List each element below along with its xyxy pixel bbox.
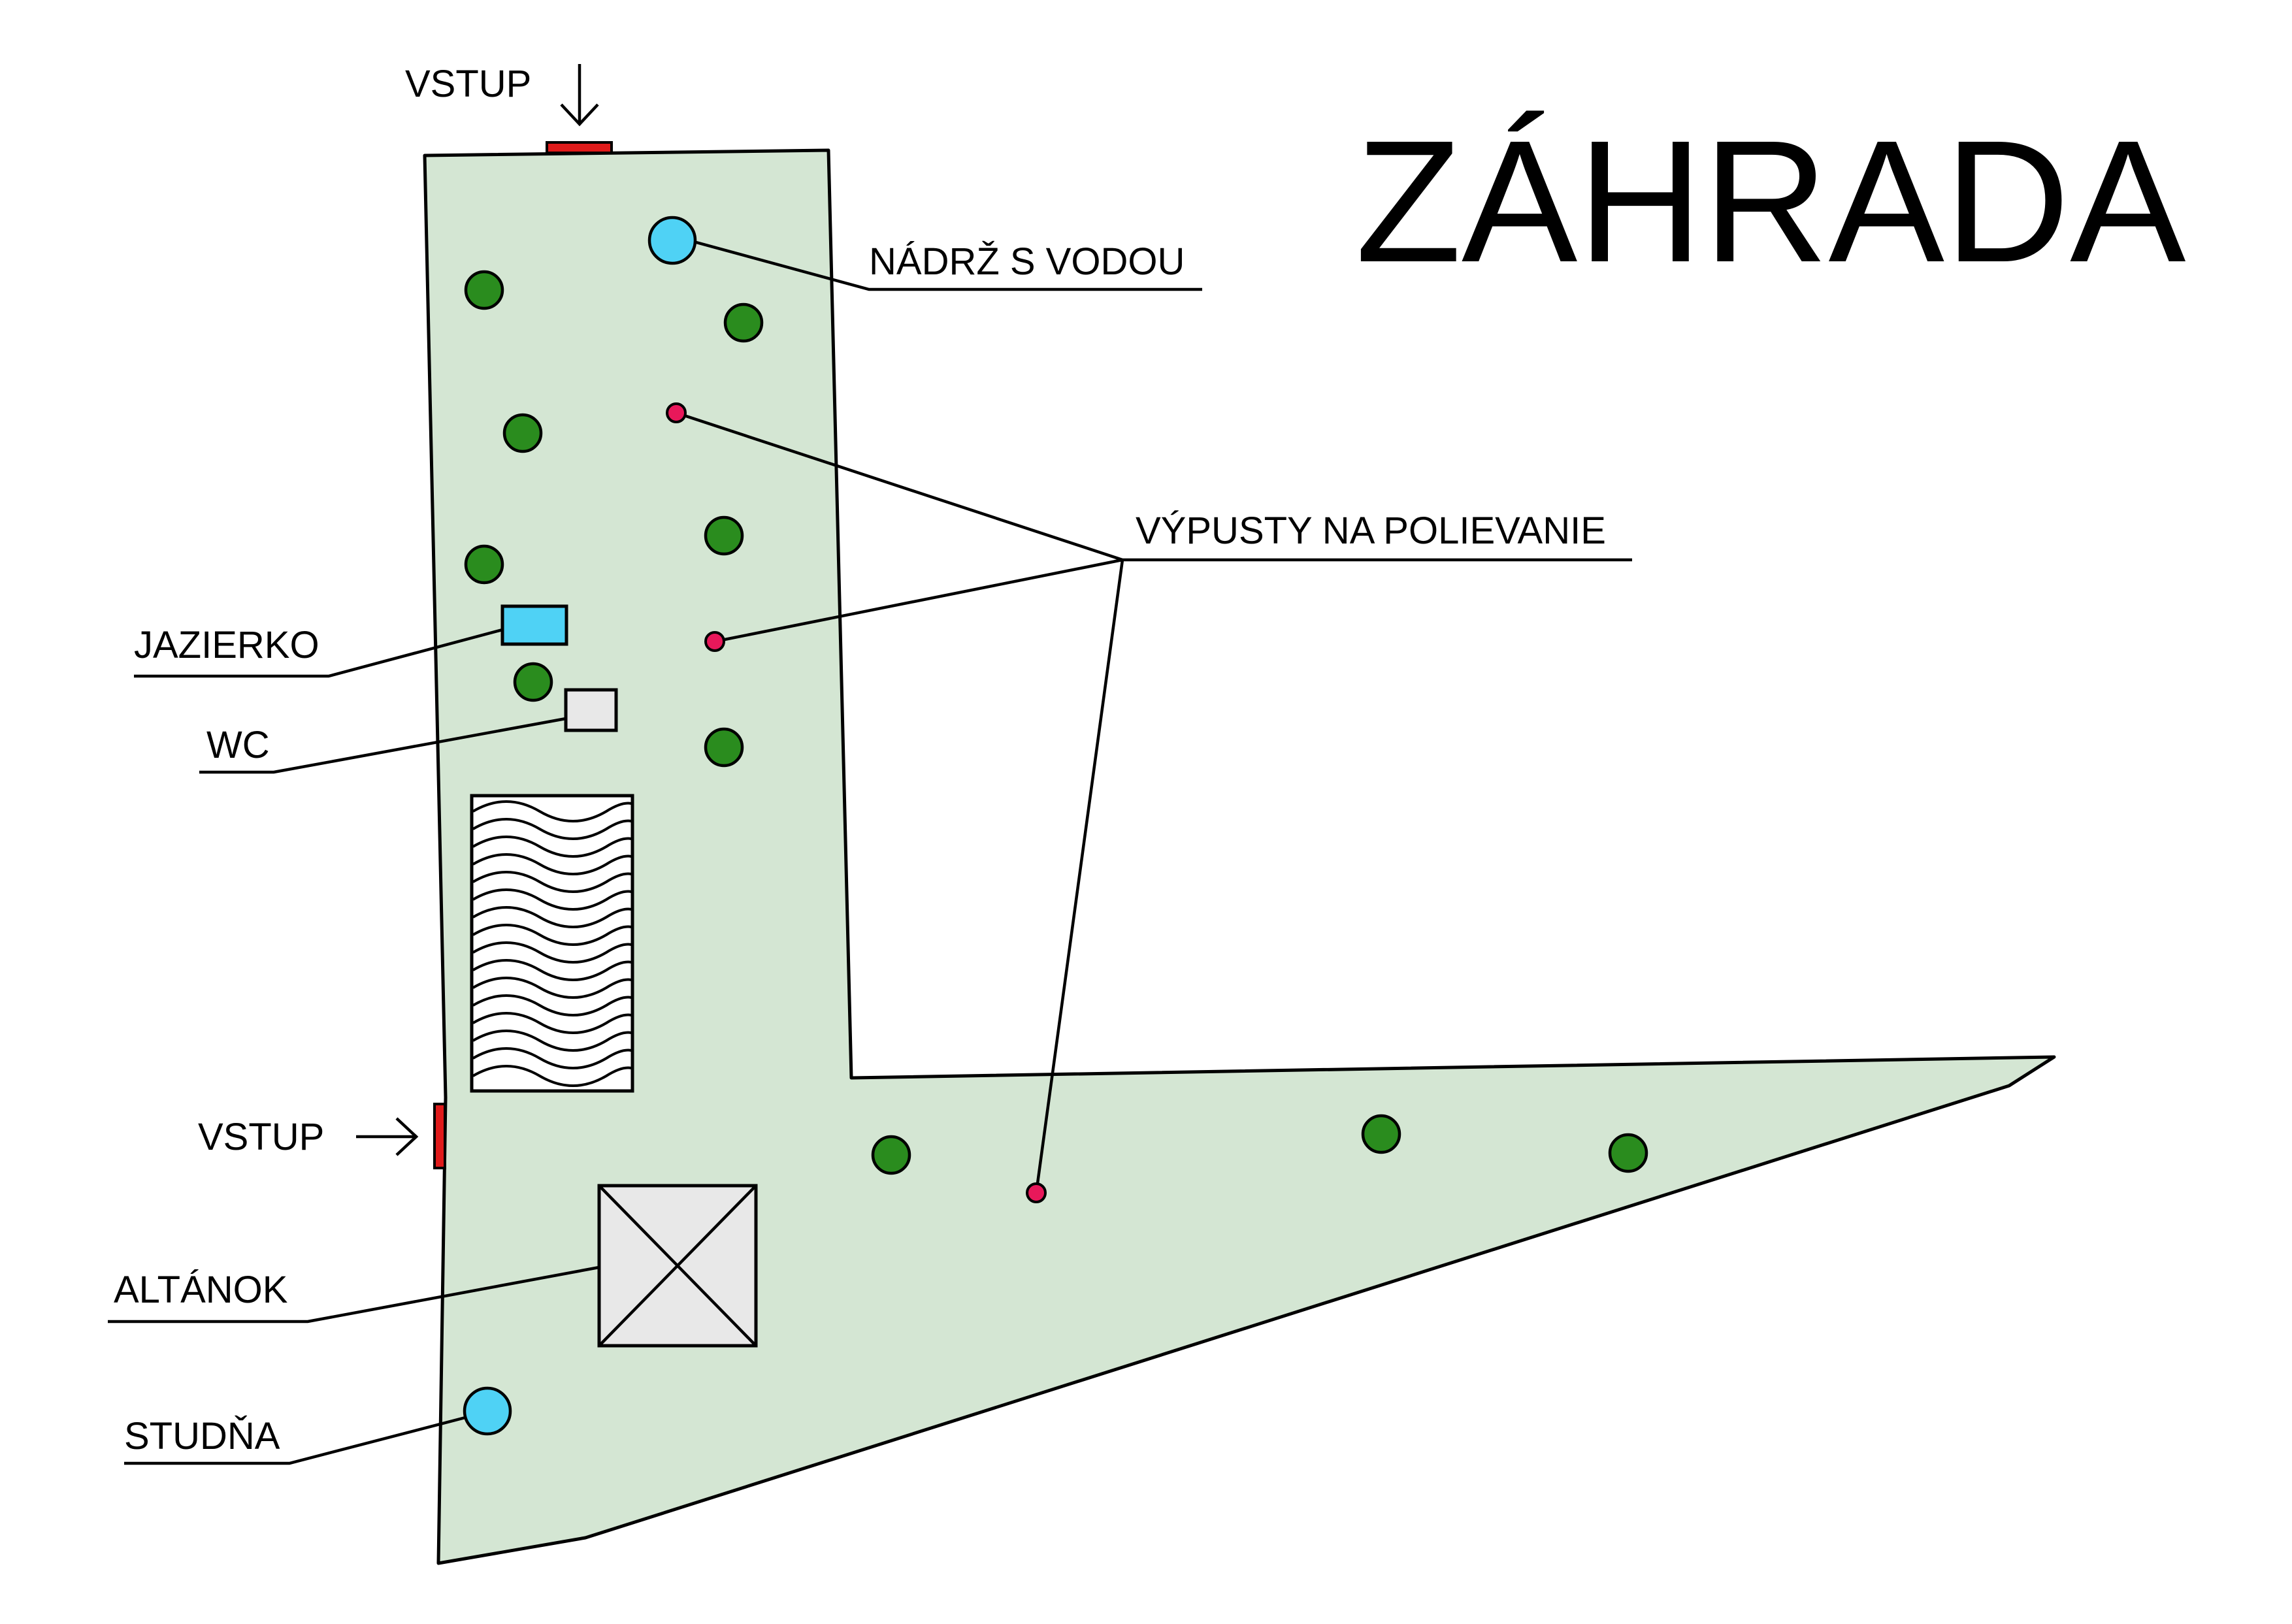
trees: [464, 270, 1648, 1175]
pond: [500, 604, 568, 646]
gazebo-label: ALTÁNOK: [114, 1269, 288, 1311]
wc-label: WC: [206, 724, 270, 766]
garden-plot: [423, 148, 2056, 1565]
outlet-leader: [676, 411, 1123, 562]
tree: [704, 727, 744, 768]
wc-leader: [199, 717, 566, 774]
tree: [1608, 1133, 1648, 1173]
page-title: ZÁHRADA: [1355, 105, 2186, 299]
tree: [464, 544, 504, 585]
tree: [464, 270, 504, 310]
tree: [502, 413, 543, 453]
irrigation-outlets: [666, 402, 1632, 1203]
entrance-top-arrow-icon: [560, 64, 599, 127]
gazebo-leader: [108, 1265, 600, 1324]
tree: [704, 515, 744, 556]
well: [463, 1386, 512, 1436]
outlets-label: VÝPUSTY NA POLIEVANIE: [1136, 510, 1606, 552]
entrance-left-marker: [433, 1103, 446, 1169]
entrance-left-label: VSTUP: [198, 1116, 324, 1158]
entrance-left-arrow-icon: [356, 1117, 419, 1156]
gazebo: [597, 1184, 758, 1348]
water-tank: [647, 216, 697, 265]
outlet: [666, 402, 687, 423]
wave-bed: [470, 794, 634, 1093]
outlet-leader: [714, 558, 1123, 643]
outlet-leader: [1034, 559, 1124, 1194]
outlet: [1026, 1182, 1047, 1203]
tree: [513, 662, 553, 702]
tree: [1361, 1114, 1401, 1154]
pond-label: JAZIERKO: [134, 624, 319, 666]
tree: [871, 1135, 911, 1175]
wc-building: [564, 688, 618, 732]
well-leader: [124, 1416, 466, 1465]
well-label: STUDŇA: [124, 1415, 280, 1457]
pond-leader: [134, 628, 503, 678]
entrance-top-marker: [546, 141, 613, 154]
entrance-top-label: VSTUP: [405, 63, 531, 105]
tree: [723, 302, 764, 343]
water-tank-leader: [693, 240, 1202, 291]
outlet: [704, 631, 725, 652]
water-tank-label: NÁDRŽ S VODOU: [869, 240, 1185, 283]
